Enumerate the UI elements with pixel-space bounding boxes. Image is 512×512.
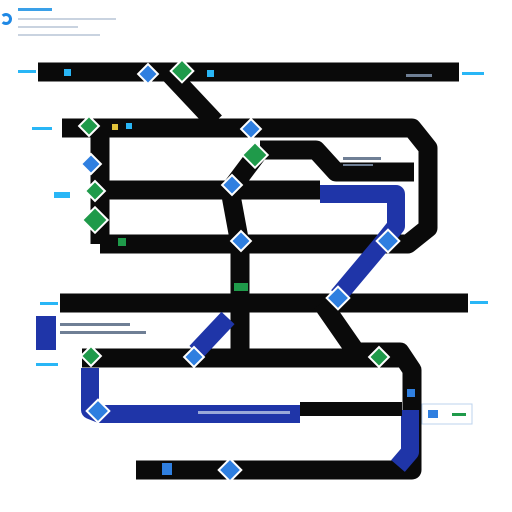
- line-segment: [300, 402, 402, 416]
- marker-icon: [118, 238, 126, 246]
- label-stub: [198, 411, 290, 414]
- line-segment: [161, 65, 222, 129]
- line-segment: [62, 118, 438, 254]
- line-segment: [136, 297, 422, 480]
- diamond-station-icon: [79, 344, 103, 368]
- header-stub: [18, 8, 52, 11]
- arrow-icon: [18, 70, 36, 73]
- diamond-station-icon: [240, 140, 270, 170]
- diamond-station-icon: [80, 205, 110, 235]
- label-stub: [60, 323, 130, 326]
- marker-icon: [112, 124, 118, 130]
- arrow-icon: [462, 72, 484, 75]
- line-segment: [189, 311, 235, 359]
- diamond-station-icon: [375, 228, 401, 254]
- diamond-station-icon: [169, 58, 195, 84]
- diamond-station-icon: [83, 179, 107, 203]
- header-stub: [18, 26, 78, 28]
- diamond-station-icon: [182, 345, 206, 369]
- label-box: [56, 318, 150, 342]
- ring-icon: [0, 13, 12, 25]
- marker-icon: [234, 283, 248, 291]
- info-plate-icon: [428, 410, 438, 418]
- small-markers: [64, 69, 415, 475]
- marker-icon: [162, 463, 172, 475]
- arrow-icon: [32, 127, 52, 130]
- info-plate: [421, 403, 473, 425]
- info-plate-bar: [452, 413, 466, 416]
- side-arrows: [18, 70, 488, 366]
- blue-block: [36, 316, 56, 350]
- diamond-station-icon: [136, 62, 160, 86]
- diamond-station-icon: [79, 152, 103, 176]
- arrow-icon: [470, 301, 488, 304]
- diamond-station-icon: [325, 285, 351, 311]
- label-stubs: [60, 74, 432, 414]
- diamond-station-icon: [220, 173, 244, 197]
- marker-icon: [126, 123, 132, 129]
- line-segment: [260, 140, 414, 182]
- arrow-icon: [40, 302, 58, 305]
- marker-icon: [407, 389, 415, 397]
- diamond-station-icon: [239, 117, 263, 141]
- diamond-station-icon: [229, 229, 253, 253]
- line-segment: [81, 368, 300, 423]
- marker-icon: [207, 70, 214, 77]
- label-stub: [60, 331, 146, 334]
- diamond-station-icon: [85, 398, 111, 424]
- line-black: [38, 62, 468, 480]
- label-stub: [406, 74, 432, 77]
- label-stub: [343, 157, 381, 160]
- header-stub: [18, 34, 100, 36]
- arrow-icon: [54, 192, 70, 198]
- header-stub: [18, 18, 116, 20]
- line-segment: [391, 410, 419, 472]
- diamond-station-icon: [367, 345, 391, 369]
- marker-icon: [64, 69, 71, 76]
- stations: [77, 58, 401, 483]
- diamond-station-icon: [77, 114, 101, 138]
- arrow-icon: [36, 363, 58, 366]
- diamond-station-icon: [217, 457, 243, 483]
- header: [0, 0, 160, 44]
- line-segment: [320, 185, 405, 302]
- label-stub: [343, 164, 373, 166]
